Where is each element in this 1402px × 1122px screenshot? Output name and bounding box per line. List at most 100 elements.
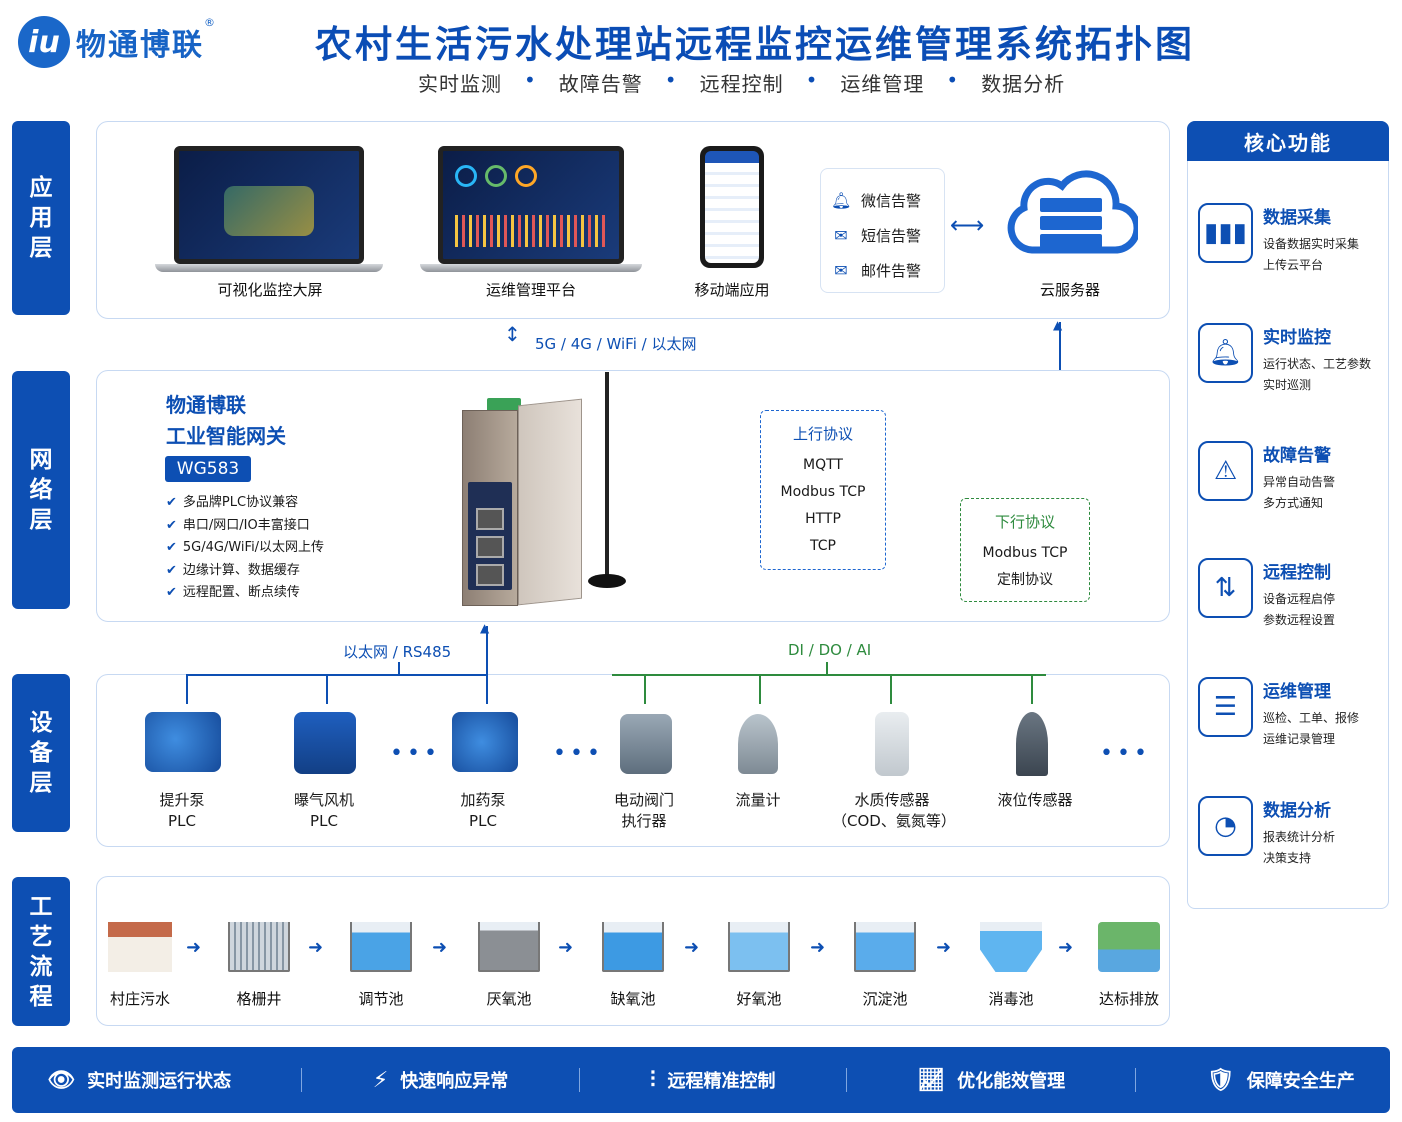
bell-icon: 🔔︎ [831,191,852,210]
bus-drop [644,674,646,704]
logo-mark-icon: iu [18,16,70,68]
bus-drop [759,674,761,704]
lightning-icon: ⚡︎ [372,1067,389,1093]
uplink-line [1059,322,1061,370]
core-function-item: 🔔︎ 实时监控运行状态、工艺参数实时巡测 [1198,323,1383,396]
bus-right-stem [826,662,828,674]
antenna-icon [605,372,609,582]
updown-icon: ⇅ [1198,558,1253,618]
platform-label: 运维管理平台 [485,281,576,299]
antenna-base [588,574,626,588]
layer-tab-process: 工艺流程 [12,877,70,1026]
logo-reg: ® [204,16,215,29]
gateway-model-badge: WG583 [165,456,251,482]
check-icon: ✔ [166,517,177,533]
benefit-item: 📈︎优化能效管理 [917,1067,1066,1093]
protocol-item: MQTT [803,457,843,473]
level-sensor-icon [1016,712,1048,776]
layer-label: 工艺流程 [29,893,53,1010]
check-icon: ✔ [166,585,177,600]
bus-drop [326,674,328,704]
alert-label: 微信告警 [861,192,922,210]
tank-icon [350,922,412,972]
protocol-item: TCP [810,538,836,554]
subtitle-item: 故障告警 [558,72,643,96]
page-title: 农村生活污水处理站远程监控运维管理系统拓扑图 [315,23,1195,66]
gateway-feature: ✔边缘计算、数据缓存 [166,562,300,578]
gateway-title: 物通博联 工业智能网关 [166,390,286,452]
clipboard-icon: ☰ [1198,677,1253,737]
trend-chart-icon: 📈︎ [917,1067,946,1093]
sliders-icon: ⫶ [649,1067,656,1093]
village-icon [108,922,172,972]
right-arrow-icon: ➜ [684,937,700,958]
up-arrow-icon: ▲ [1053,318,1063,332]
right-arrow-icon: ➜ [308,937,324,958]
bus-left-stem [398,662,400,674]
process-step-label: 缺氧池 [610,990,656,1008]
valve-icon [620,714,672,774]
alert-box: 🔔︎微信告警 ✉短信告警 ✉邮件告警 [820,168,945,293]
uplink-protocol-title: 上行协议 [792,425,853,443]
updown-arrow-icon: ↕ [504,322,521,346]
subtitle-separator: • [805,68,819,92]
bell-icon: 🔔︎ [1198,323,1253,383]
divider [1135,1068,1137,1092]
process-step-label: 达标排放 [1098,990,1159,1008]
protocol-item: HTTP [805,511,841,527]
sms-alert-item: ✉短信告警 [831,218,934,253]
alert-label: 邮件告警 [861,262,922,280]
laptop-base [420,264,642,272]
bus-drop [1031,674,1033,704]
core-function-item: ☰ 运维管理巡检、工单、报修运维记录管理 [1198,677,1383,750]
laptop-base [155,264,383,272]
device-label: 液位传感器 [997,791,1073,809]
ellipsis-icon: ••• [390,741,441,766]
downlink-protocol-title: 下行协议 [994,513,1055,531]
right-arrow-icon: ➜ [558,937,574,958]
monitor-screen-laptop [155,146,383,272]
core-function-title: 核心功能 [1187,121,1389,161]
subtitle-separator: • [946,68,960,92]
alert-label: 短信告警 [861,227,922,245]
platform-laptop [420,146,642,272]
divider [301,1068,303,1092]
dosing-pump-icon [452,712,518,772]
process-step-label: 村庄污水 [109,990,170,1008]
lift-pump-icon [145,712,221,772]
gateway-feature: ✔串口/网口/IO丰富接口 [166,517,310,533]
up-arrow-icon: ▲ [480,621,490,635]
pie-icon: ◔ [1198,796,1253,856]
right-arrow-icon: ➜ [1058,937,1074,958]
gateway-feature-list: ✔多品牌PLC协议兼容 ✔串口/网口/IO丰富接口 ✔5G/4G/WiFi/以太… [166,492,324,605]
device-label: 水质传感器（COD、氨氮等） [832,791,956,830]
grille-well-icon [228,922,290,972]
protocol-item: Modbus TCP [780,484,866,500]
network-panel [96,370,1170,622]
uplink-protocol-box: 上行协议 MQTT Modbus TCP HTTP TCP [760,410,886,570]
process-step-label: 调节池 [358,990,404,1008]
bottom-benefits-bar: 👁︎实时监测运行状态 ⚡︎快速响应异常 ⫶远程精准控制 📈︎优化能效管理 🛡︎保… [12,1047,1390,1113]
downlink-protocol-box: 下行协议 Modbus TCP 定制协议 [960,498,1090,602]
shield-icon: 🛡︎ [1206,1067,1235,1093]
subtitle-item: 实时监测 [418,72,502,96]
layer-label: 应用层 [29,175,53,261]
mobile-phone-icon [700,146,764,268]
dashboard-icon [438,146,624,264]
divider [845,1068,847,1092]
bus-left-label: 以太网 / RS485 [343,643,452,661]
cloud-server-icon [1007,170,1138,254]
layer-tab-application: 应用层 [12,121,70,315]
flow-meter-icon [738,714,778,774]
core-function-item: ⇅ 远程控制设备远程启停参数远程设置 [1198,558,1383,631]
bidirectional-arrow-icon: ⟷ [950,211,985,239]
gateway-feature: ✔5G/4G/WiFi/以太网上传 [166,540,325,555]
logo: iu 物通博联 ® [18,16,215,68]
layer-label: 网络层 [29,447,53,533]
right-arrow-icon: ➜ [936,937,952,958]
process-step-label: 沉淀池 [862,990,908,1008]
warning-icon: ⚠ [1198,441,1253,501]
check-icon: ✔ [166,495,177,510]
subtitle-separator: • [664,68,678,92]
core-function-item: ▮▮▮ 数据采集设备数据实时采集上传云平台 [1198,203,1383,276]
